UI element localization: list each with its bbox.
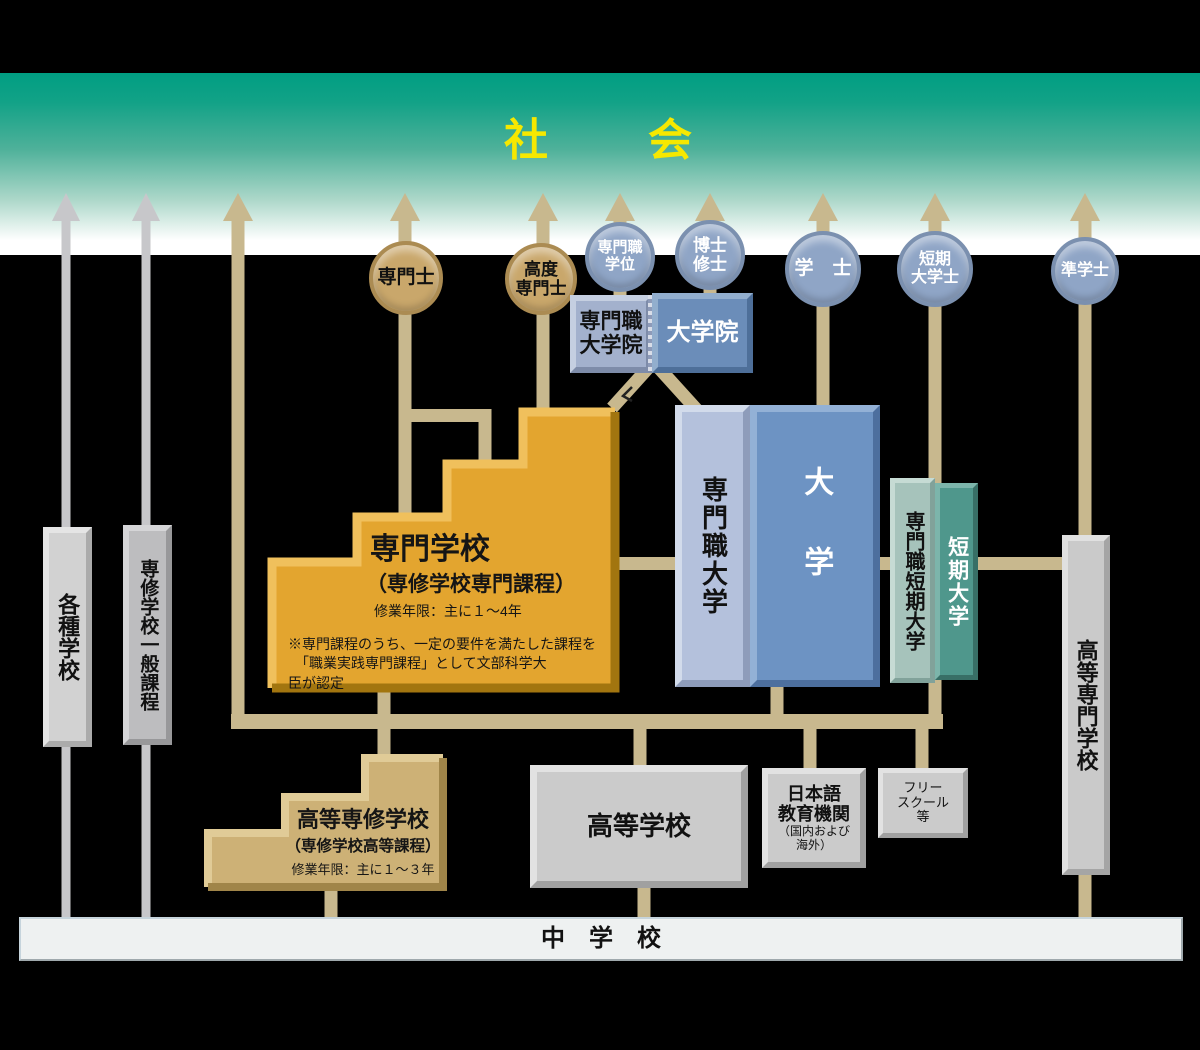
degree-label: 学 士	[794, 258, 852, 280]
degree-badge-hakase-shushi: 博士 修士	[675, 220, 745, 290]
koto-senshu-duration: 修業年限：主に１〜３年	[291, 862, 435, 877]
small-arrow-icon	[620, 386, 633, 403]
koto-senshu-title: 高等専修学校	[296, 807, 429, 832]
degree-label: 高度 専門士	[515, 259, 567, 298]
box-label: 教育機関	[778, 804, 850, 825]
connector-line	[633, 722, 647, 768]
kakushu-gakko-box: 各種学校	[43, 527, 92, 747]
degree-badge-kodo-senmonshi: 高度 専門士	[505, 243, 577, 315]
box-label: フリー スクール 等	[896, 779, 949, 825]
degree-badge-senmonshoku-gakui: 専門職 学位	[585, 222, 655, 292]
senmon-gakko-note: ※専門課程のうち、一定の要件を満たした課程を 「職業実践専門課程」として文部科学…	[288, 635, 608, 693]
box-label: 専修学校一般課程	[137, 559, 159, 711]
box-label: 海外）	[795, 837, 832, 852]
note-line: 臣が認定	[288, 674, 344, 691]
connector-line	[915, 722, 929, 770]
koto-gakko-box: 高等学校	[530, 765, 748, 888]
degree-label: 専門士	[377, 267, 435, 289]
tanki-daigaku-box: 短期大学	[935, 483, 978, 680]
box-label: 日本語	[787, 783, 841, 804]
degree-badge-tanki-daigakushi: 短期 大学士	[897, 231, 973, 307]
senmonshoku-daigaku-box: 専門職大学	[675, 405, 750, 687]
connector-line	[478, 415, 492, 467]
connector-line	[377, 683, 391, 762]
connector-line	[324, 885, 338, 918]
senmonshoku-tanki-daigaku-box: 専門職短期大学	[890, 478, 935, 683]
degree-label: 短期 大学士	[910, 251, 959, 286]
koto-senshu-gakko-block	[204, 754, 447, 891]
box-label: 専門職短期大学	[902, 510, 924, 651]
senmon-gakko-block	[267, 407, 620, 693]
connector-bus	[231, 714, 943, 729]
arrow-up-icon	[223, 193, 253, 729]
senmonshoku-daigakuin-box: 専門職 大学院	[570, 295, 652, 373]
chugakko-box: 中 学 校	[19, 917, 1183, 961]
senshu-gakko-ippan-katei-box: 専修学校一般課程	[123, 525, 172, 745]
daigakuin-box: 大学院	[652, 293, 753, 373]
book-spine	[648, 295, 655, 371]
box-label: 中 学 校	[541, 925, 661, 953]
box-label: 大学	[799, 466, 833, 626]
society-band	[0, 73, 1200, 255]
box-label: 専門職 大学院	[579, 309, 643, 357]
degree-label: 博士 修士	[693, 235, 727, 274]
daigaku-box: 大学	[750, 405, 880, 687]
box-label: 高等専門学校	[1073, 639, 1099, 771]
box-label: 高等学校	[586, 810, 691, 841]
note-line: 「職業実践専門課程」として文部科学大	[288, 655, 547, 672]
koto-senmon-gakko-box: 高等専門学校	[1062, 535, 1110, 875]
degree-badge-senmonshi: 専門士	[369, 241, 443, 315]
connector-line	[637, 886, 651, 918]
koto-senshu-gakko-label-group: 高等専修学校 （専修学校高等課程） 修業年限：主に１〜３年	[278, 802, 448, 878]
nihongo-kyoiku-kikan-box: 日本語 教育機関 （国内および 海外）	[762, 768, 866, 868]
senmon-gakko-label-group: 専門学校 （専修学校専門課程） 修業年限：主に１〜4年 ※専門課程のうち、一定の…	[288, 524, 608, 693]
box-label: 各種学校	[55, 593, 81, 681]
degree-badge-jun-gakushi: 準学士	[1051, 237, 1119, 305]
box-label: （国内および	[777, 823, 850, 838]
degree-badge-gakushi: 学 士	[785, 231, 861, 307]
connector-line	[803, 722, 817, 770]
senmon-gakko-title: 専門学校	[370, 533, 490, 566]
society-label: 社 会	[504, 116, 696, 165]
senmon-gakko-duration: 修業年限：主に１〜4年	[374, 603, 522, 619]
connector-line	[612, 557, 680, 570]
connector-line	[398, 409, 492, 422]
connector-diagonal	[653, 362, 702, 415]
box-label: 専門職大学	[698, 476, 729, 616]
free-school-box: フリー スクール 等	[878, 768, 968, 838]
degree-label: 専門職 学位	[597, 239, 643, 273]
box-label: 短期大学	[945, 535, 969, 628]
connector-line	[974, 557, 1066, 570]
koto-senshu-subtitle: （専修学校高等課程）	[285, 838, 441, 855]
senmon-gakko-subtitle: （専修学校専門課程）	[366, 573, 576, 596]
note-line: ※専門課程のうち、一定の要件を満たした課程を	[288, 636, 596, 652]
connector-line	[770, 683, 784, 722]
box-label: 大学院	[666, 319, 739, 347]
degree-label: 準学士	[1060, 262, 1109, 280]
